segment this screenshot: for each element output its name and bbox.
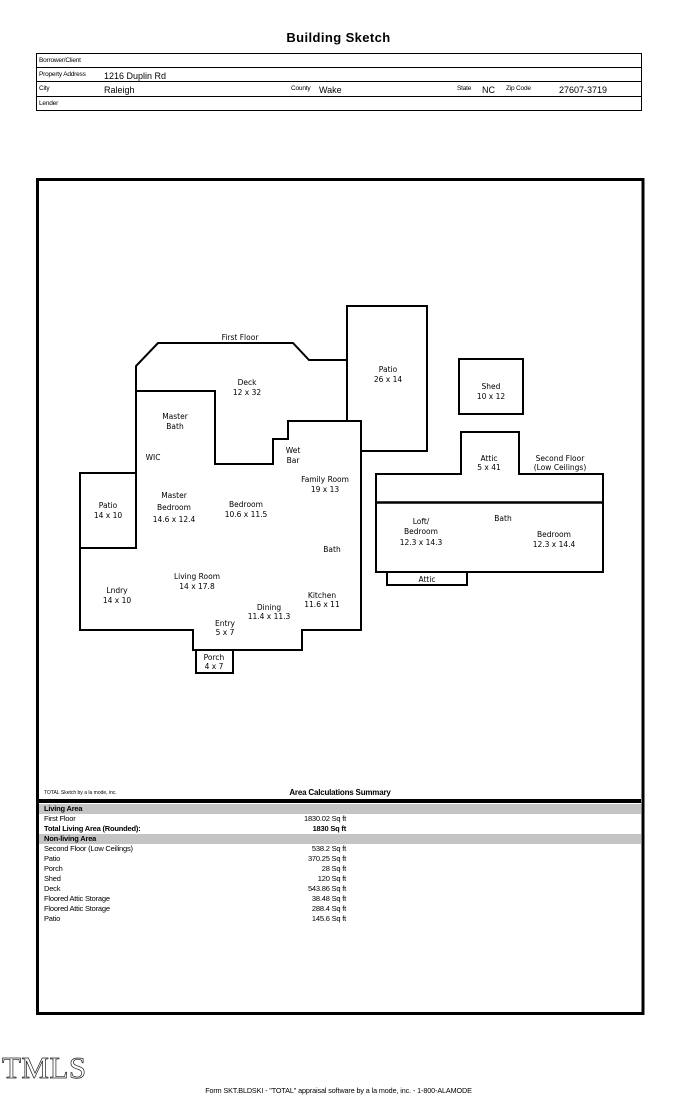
row-city-county-state-zip: City Raleigh County Wake State NC Zip Co…: [37, 82, 641, 97]
label-deck: Deck: [238, 378, 258, 387]
form-footer-line: Form SKT.BLDSKI - "TOTAL" appraisal soft…: [205, 1086, 472, 1095]
label-entry: Entry: [215, 619, 236, 628]
label-second-floor: Second Floor: [536, 454, 586, 463]
label-master-bedroom: Master: [161, 491, 188, 500]
label-bedroom-10: Bedroom: [229, 500, 263, 509]
svg-text:14 x 17.8: 14 x 17.8: [179, 582, 215, 591]
page-title: Building Sketch: [286, 30, 391, 45]
label-master-bath: Master: [162, 412, 189, 421]
table-row: Shed 120 Sq ft: [44, 874, 346, 883]
table-row: Patio 145.6 Sq ft: [44, 914, 346, 923]
label-attic-small: Attic: [418, 575, 435, 584]
svg-text:4 x 7: 4 x 7: [205, 662, 224, 671]
table-row: First Floor 1830.02 Sq ft: [44, 814, 346, 823]
svg-text:10 x 12: 10 x 12: [477, 392, 506, 401]
county-label: County: [291, 85, 311, 93]
table-row: Floored Attic Storage 288.4 Sq ft: [44, 904, 346, 913]
label-bath-first: Bath: [323, 545, 341, 554]
patio-14x10-outline: [79, 472, 137, 549]
table-row-total: Total Living Area (Rounded): 1830 Sq ft: [44, 824, 346, 833]
svg-text:26 x 14: 26 x 14: [374, 375, 403, 384]
svg-text:19 x 13: 19 x 13: [311, 485, 340, 494]
sketch-border: [36, 178, 645, 1015]
table-row: Porch 28 Sq ft: [44, 864, 346, 873]
summary-title: Area Calculations Summary: [289, 788, 391, 797]
living-area-header: Living Area: [39, 804, 641, 814]
label-patio-14: Patio: [99, 501, 118, 510]
property-info-table: Borrower/Client Property Address 1216 Du…: [36, 53, 642, 111]
svg-text:10.6 x 11.5: 10.6 x 11.5: [225, 510, 268, 519]
state-value: NC: [482, 84, 495, 95]
zip-label: Zip Code: [506, 85, 531, 93]
svg-text:5 x 7: 5 x 7: [216, 628, 235, 637]
svg-text:Bedroom: Bedroom: [157, 503, 191, 512]
shed-outline: [458, 358, 524, 415]
porch-outline: [195, 649, 234, 674]
total-sketch-credit: TOTAL Sketch by a la mode, inc.: [44, 790, 117, 796]
row-property-address: Property Address 1216 Duplin Rd: [37, 68, 641, 83]
svg-text:Bath: Bath: [166, 422, 184, 431]
table-row: Deck 543.86 Sq ft: [44, 884, 346, 893]
state-label: State: [457, 85, 472, 93]
svg-text:12 x 32: 12 x 32: [233, 388, 262, 397]
zip-value: 27607-3719: [559, 84, 608, 95]
tmls-logo: TMLS: [2, 1050, 87, 1085]
label-bedroom-12: Bedroom: [537, 530, 571, 539]
table-row: Floored Attic Storage 38.48 Sq ft: [44, 894, 346, 903]
svg-text:11.4 x 11.3: 11.4 x 11.3: [248, 612, 291, 621]
label-lndry: Lndry: [106, 586, 128, 595]
svg-text:Bar: Bar: [287, 456, 301, 465]
label-loft-bedroom: Loft/: [413, 517, 430, 526]
svg-text:12.3 x 14.3: 12.3 x 14.3: [400, 538, 443, 547]
label-kitchen: Kitchen: [308, 591, 336, 600]
svg-text:14.6 x 12.4: 14.6 x 12.4: [153, 515, 196, 524]
property-address-value: 1216 Duplin Rd: [104, 70, 167, 81]
label-attic-5x41: Attic: [480, 454, 497, 463]
room-labels: First Floor Deck 12 x 32 Patio 26 x 14 S…: [94, 333, 586, 671]
table-row: Second Floor (Low Ceilings) 538.2 Sq ft: [44, 844, 346, 853]
svg-text:12.3 x 14.4: 12.3 x 14.4: [533, 540, 576, 549]
city-value: Raleigh: [104, 84, 135, 95]
label-family-room: Family Room: [301, 475, 349, 484]
row-borrower: Borrower/Client: [37, 54, 641, 69]
svg-text:5 x 41: 5 x 41: [477, 463, 501, 472]
county-value: Wake: [319, 84, 342, 95]
svg-text:11.6 x 11: 11.6 x 11: [304, 600, 340, 609]
label-shed: Shed: [482, 382, 501, 391]
label-wet-bar: Wet: [286, 446, 301, 455]
property-address-label: Property Address: [39, 71, 86, 79]
first-floor-outline: [79, 390, 362, 651]
label-first-floor: First Floor: [222, 333, 260, 342]
summary-divider-bar: [39, 799, 641, 803]
row-lender: Lender: [37, 97, 641, 110]
svg-text:14 x 10: 14 x 10: [103, 596, 132, 605]
table-row: Patio 370.25 Sq ft: [44, 854, 346, 863]
lender-label: Lender: [39, 99, 59, 107]
svg-text:14 x 10: 14 x 10: [94, 511, 123, 520]
label-bath-second: Bath: [494, 514, 512, 523]
label-wic: WIC: [146, 453, 161, 462]
borrower-label: Borrower/Client: [39, 57, 81, 64]
label-patio-26: Patio: [379, 365, 398, 374]
svg-text:Bedroom: Bedroom: [404, 527, 438, 536]
svg-text:(Low Ceilings): (Low Ceilings): [534, 463, 587, 472]
label-living-room: Living Room: [174, 572, 220, 581]
attic-box-outline: [386, 571, 468, 586]
nonliving-area-header: Non-living Area: [39, 834, 641, 844]
city-label: City: [39, 85, 50, 93]
label-porch: Porch: [204, 653, 225, 662]
label-dining: Dining: [257, 603, 281, 612]
